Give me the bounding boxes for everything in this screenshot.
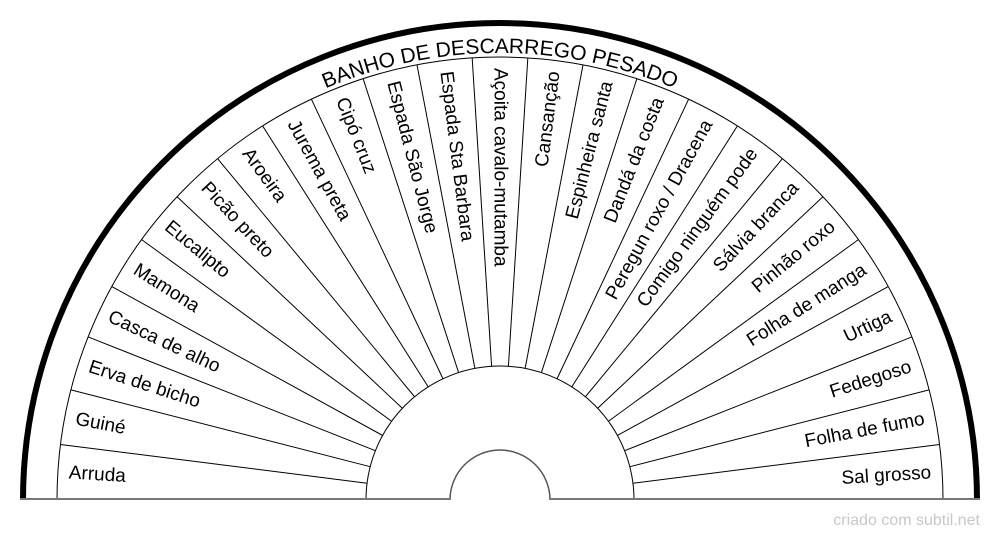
sector-label: Folha de fumo <box>803 409 926 452</box>
sector-divider <box>617 286 889 436</box>
inner-arc <box>365 365 635 501</box>
sector-divider <box>507 57 529 367</box>
sector-label: Espada São Jorge <box>382 79 441 236</box>
sector-divider <box>217 158 415 398</box>
watermark: criado com subtil.net <box>833 512 980 529</box>
sector-label: Sal grosso <box>841 462 932 489</box>
sector-divider <box>608 239 859 422</box>
center-arc <box>449 449 551 501</box>
sector-label: Mamona <box>130 260 204 318</box>
sector-divider <box>571 125 738 388</box>
sector-label: Erva de bicho <box>86 357 203 413</box>
sector-divider <box>556 98 690 379</box>
sector-divider <box>70 389 371 468</box>
sector-divider <box>362 78 460 373</box>
sector-label: Cansanção <box>532 70 565 168</box>
sector-divider <box>310 98 444 379</box>
sector-label: Açoita cavalo-mutamba <box>490 68 511 267</box>
sector-divider <box>624 336 913 452</box>
sector-divider <box>540 78 638 373</box>
sector-label: Arruda <box>68 462 127 487</box>
sector-divider <box>524 64 584 369</box>
outer-thick-arc <box>20 20 980 501</box>
sector-divider <box>87 336 376 452</box>
sector-divider <box>141 239 392 422</box>
sector-divider <box>629 389 930 468</box>
sector-label: Espada Sta Barbara <box>435 70 477 243</box>
sector-divider <box>262 125 429 388</box>
sector-divider <box>176 196 403 409</box>
sector-divider <box>585 158 783 398</box>
sector-label: Cipó cruz <box>331 94 380 176</box>
sector-label: Eucalipto <box>160 217 234 283</box>
sector-label: Aroeira <box>238 144 291 206</box>
sector-label: Guiné <box>74 409 128 439</box>
sector-label: Fedegoso <box>827 357 914 403</box>
sector-divider <box>632 443 940 484</box>
sector-divider <box>597 196 824 409</box>
sector-divider <box>111 286 383 436</box>
sector-ring-arc <box>56 56 944 501</box>
sector-divider <box>60 443 368 484</box>
sector-label: Urtiga <box>841 306 896 347</box>
sector-divider <box>416 64 476 369</box>
sector-divider <box>471 57 493 367</box>
